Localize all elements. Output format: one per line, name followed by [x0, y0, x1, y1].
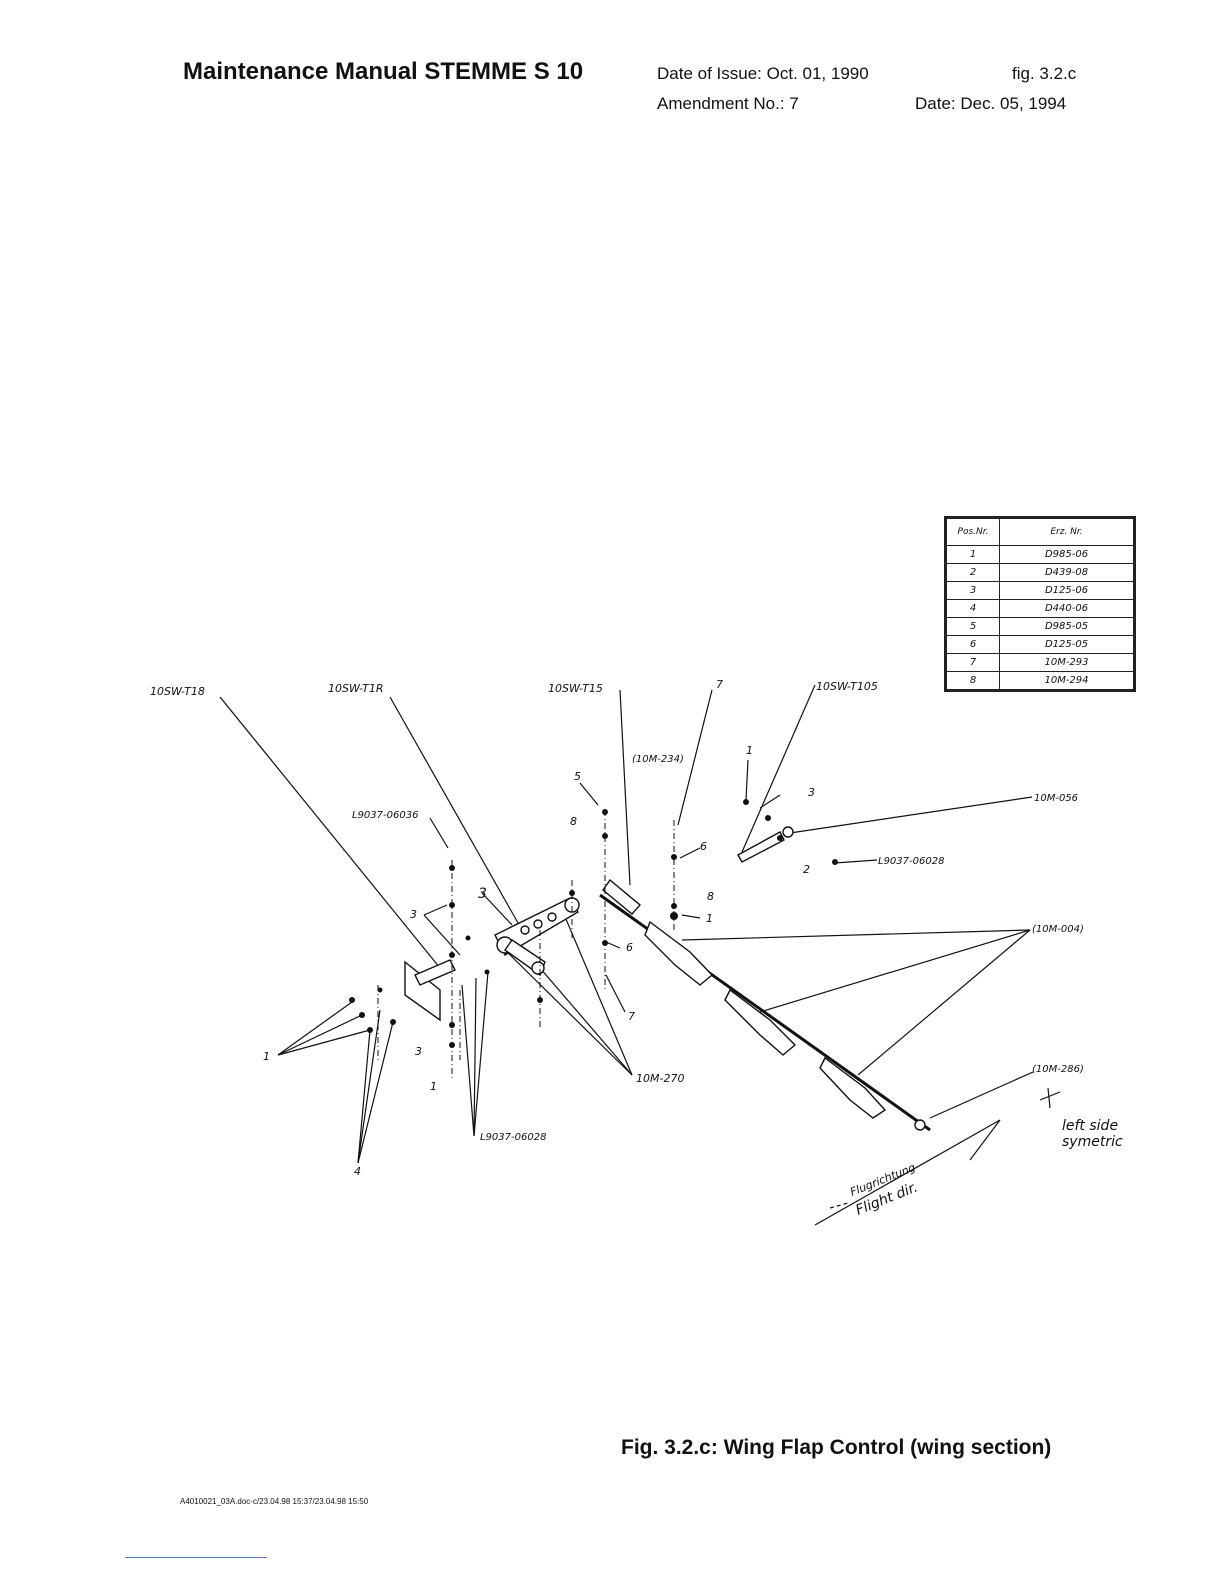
label-10m-270: 10M-270 — [636, 1072, 684, 1085]
erz-nr-header: Erz. Nr. — [999, 518, 1134, 546]
label-l9037-06036: L9037-06036 — [352, 810, 418, 821]
label-10m-234: (10M-234) — [632, 754, 684, 765]
pos-label-4: 4 — [354, 1165, 361, 1178]
pos-label-6-upper: 6 — [700, 840, 707, 853]
amendment-number: Amendment No.: 7 — [657, 94, 799, 113]
label-10sw-t15: 10SW-T15 — [548, 682, 603, 695]
bellcrank-assembly — [404, 897, 580, 1022]
pos-label-3-bottom: 3 — [415, 1045, 422, 1058]
footer-divider — [125, 1557, 267, 1558]
pos-label-2: 2 — [803, 863, 810, 876]
figure-reference: fig. 3.2.c — [1012, 64, 1077, 83]
pos-label-1-bottom: 1 — [430, 1080, 437, 1093]
label-l9037-06028-bottom: L9037-06028 — [480, 1132, 546, 1143]
label-10sw-t105: 10SW-T105 — [816, 680, 878, 693]
pos-label-3-left: 3 — [410, 908, 417, 921]
figure-caption: Fig. 3.2.c: Wing Flap Control (wing sect… — [621, 1436, 1052, 1459]
pos-label-3-mid: 3 — [478, 886, 487, 902]
label-10m-004: (10M-004) — [1032, 924, 1084, 935]
date-of-issue: Date of Issue: Oct. 01, 1990 — [657, 64, 869, 83]
pos-label-1-rod: 1 — [706, 912, 713, 925]
label-10m-056: 10M-056 — [1034, 793, 1078, 804]
label-l9037-06028-right: L9037-06028 — [878, 856, 944, 867]
pos-label-7-top: 7 — [716, 678, 723, 691]
erz-nr-cell: 10M-294 — [999, 671, 1134, 690]
manual-title: Maintenance Manual STEMME S 10 — [183, 58, 584, 85]
label-10m-286: (10M-286) — [1032, 1064, 1084, 1075]
pos-label-1-top: 1 — [746, 744, 753, 757]
label-symetric: symetric — [1062, 1134, 1123, 1150]
label-10sw-t1r: 10SW-T1R — [328, 682, 384, 695]
document-footer: A4010021_03A.doc-c/23.04.98 15:37/23.04.… — [180, 1497, 369, 1506]
pos-label-1-left: 1 — [263, 1050, 270, 1063]
amendment-date: Date: Dec. 05, 1994 — [915, 94, 1067, 113]
pos-label-6-lower: 6 — [626, 941, 633, 954]
pos-label-3-top: 3 — [808, 786, 815, 799]
leader-lines — [219, 684, 1034, 1226]
label-left-side: left side — [1062, 1118, 1118, 1134]
push-rod-assembly — [599, 826, 931, 1132]
pos-label-7-lower: 7 — [628, 1010, 635, 1023]
pos-label-8-left: 8 — [570, 815, 577, 828]
centerline-symbol — [1039, 1087, 1061, 1109]
parts-table-header: Pos.Nr. Erz. Nr. — [946, 518, 1134, 546]
label-10sw-t18: 10SW-T18 — [150, 685, 205, 698]
hardware-parts — [349, 799, 838, 1048]
pos-label-8-right: 8 — [707, 890, 714, 903]
pos-label-5: 5 — [574, 770, 581, 783]
